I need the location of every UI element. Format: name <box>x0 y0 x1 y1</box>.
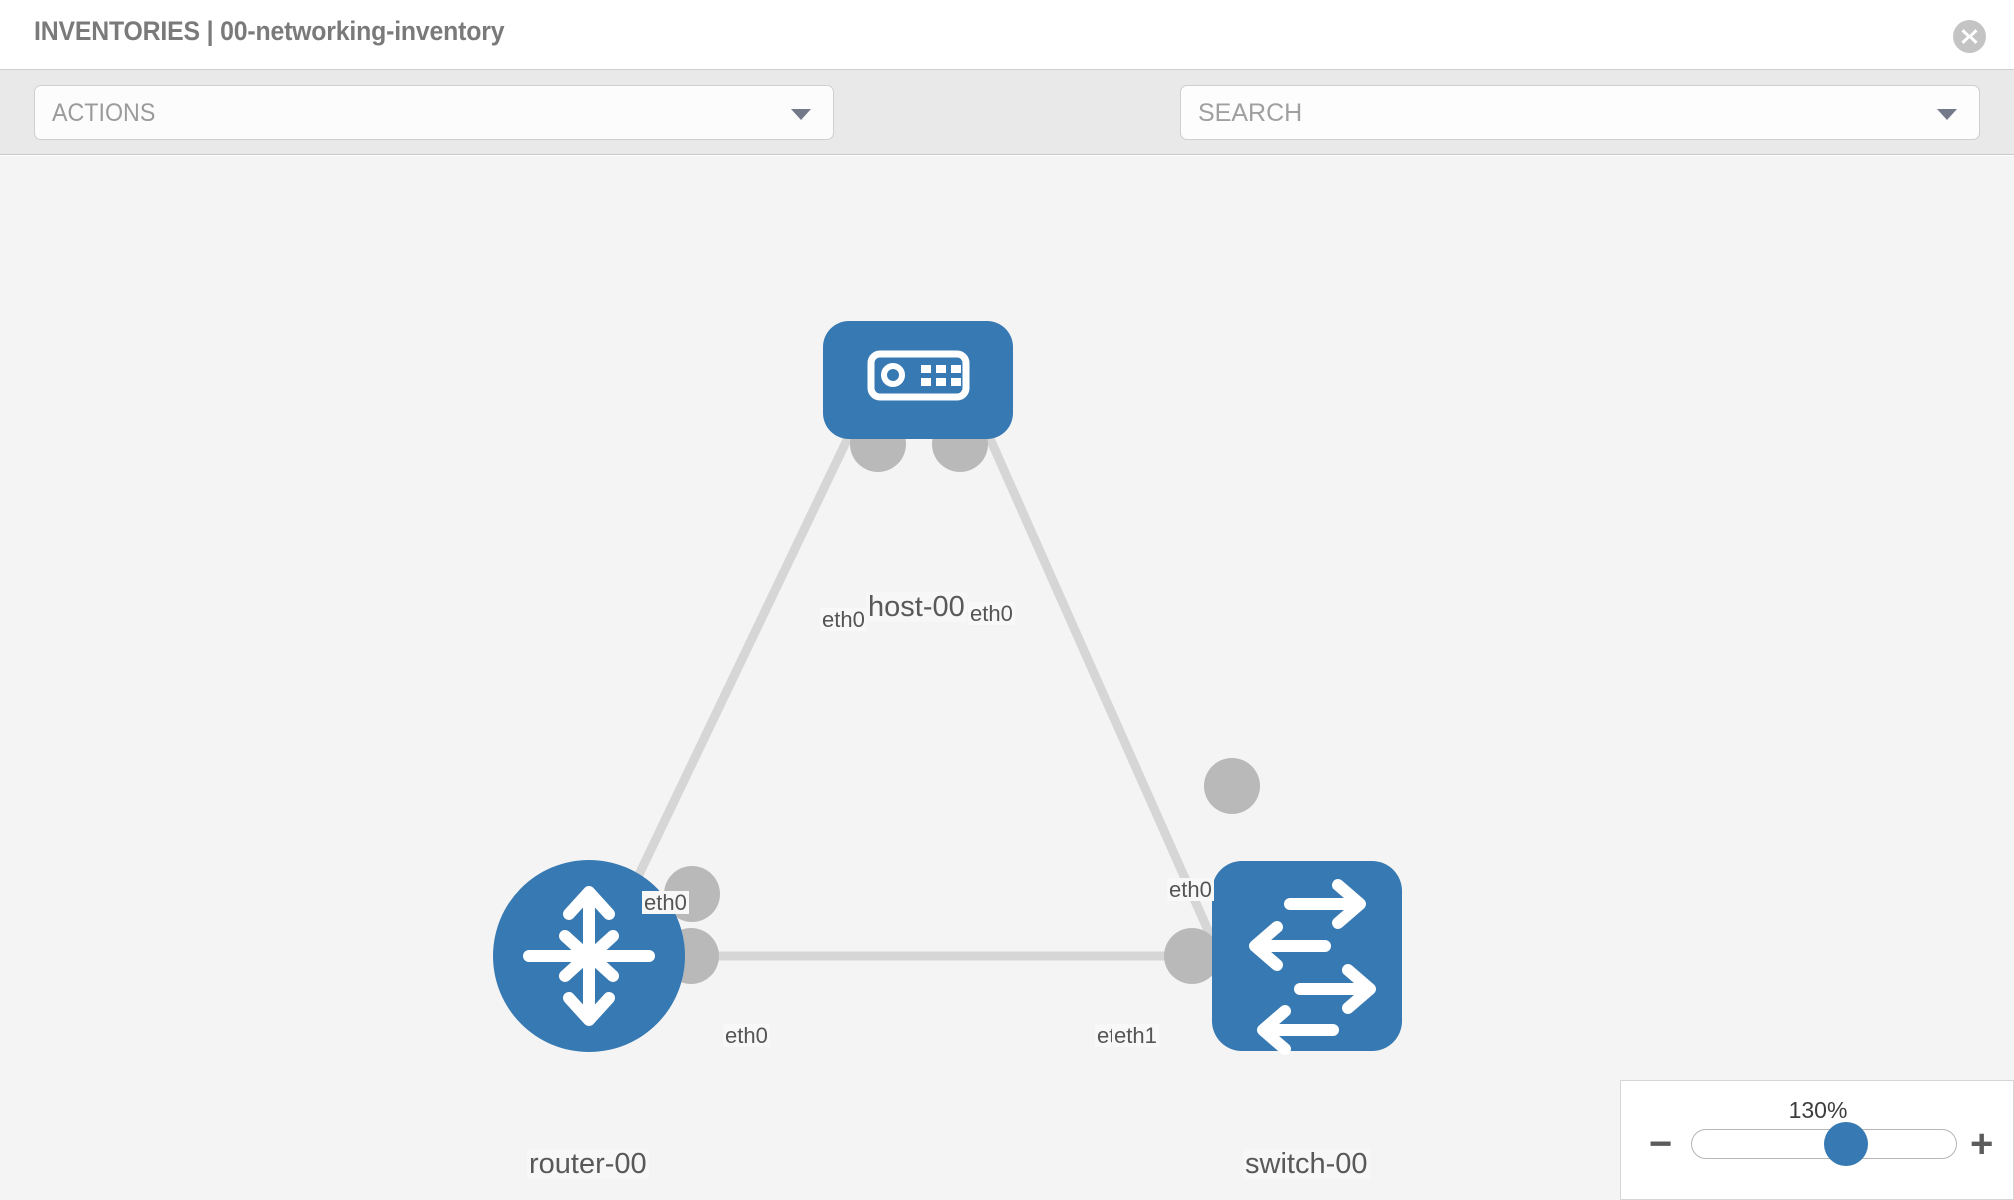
topology-canvas[interactable]: host-00 router-00 switch-00 eth0 eth0 et… <box>0 156 2014 1200</box>
switch-00-body <box>1212 861 1402 1051</box>
interface-label-host00-eth0-right: eth0 <box>968 601 1015 626</box>
port-switch00-eth1[interactable] <box>1164 928 1220 984</box>
interface-label-switch00-eth0-up: eth0 <box>1167 877 1214 902</box>
close-icon <box>1961 29 1978 44</box>
node-label-router-00: router-00 <box>527 1148 649 1180</box>
zoom-slider-thumb[interactable] <box>1824 1122 1869 1166</box>
page-title: INVENTORIES | 00-networking-inventory <box>34 16 505 46</box>
interface-label-host00-eth0-left: eth0 <box>820 607 867 632</box>
actions-dropdown-label: ACTIONS <box>52 99 156 127</box>
search-placeholder: SEARCH <box>1198 99 1303 127</box>
port-switch00-eth0[interactable] <box>1204 758 1260 814</box>
zoom-slider-track[interactable] <box>1691 1129 1957 1159</box>
interface-label-router00-eth0-up: eth0 <box>642 890 689 915</box>
zoom-in-button[interactable]: + <box>1970 1122 1994 1166</box>
server-icon <box>867 350 970 401</box>
node-label-switch-00: switch-00 <box>1243 1148 1370 1180</box>
router-arrows-icon <box>523 886 655 1026</box>
zoom-out-button[interactable]: − <box>1649 1122 1673 1166</box>
search-input[interactable]: SEARCH <box>1180 85 1980 140</box>
actions-dropdown[interactable]: ACTIONS <box>34 85 834 140</box>
link-host00-router00[interactable] <box>595 369 885 958</box>
zoom-control-panel: 130% − + <box>1620 1080 2014 1200</box>
page-header: INVENTORIES | 00-networking-inventory <box>0 0 2014 70</box>
toolbar: ACTIONS SEARCH <box>0 70 2014 194</box>
link-host00-switch00[interactable] <box>955 369 1220 948</box>
node-host-00[interactable] <box>823 321 1013 439</box>
chevron-down-icon <box>791 109 811 120</box>
node-router-00[interactable] <box>493 860 685 1052</box>
interface-label-router00-eth0: eth0 <box>723 1023 770 1048</box>
node-switch-00[interactable] <box>1212 861 1402 1055</box>
interface-label-switch00-eth1: eth1 <box>1112 1023 1159 1048</box>
switch-arrows-icon <box>1249 879 1376 1055</box>
topology-graph <box>493 321 1402 1055</box>
host-00-body <box>823 321 1013 439</box>
zoom-level-value: 130% <box>1788 1097 1848 1123</box>
node-label-host-00: host-00 <box>866 591 967 623</box>
close-button[interactable] <box>1953 20 1986 53</box>
chevron-down-icon <box>1937 109 1957 120</box>
